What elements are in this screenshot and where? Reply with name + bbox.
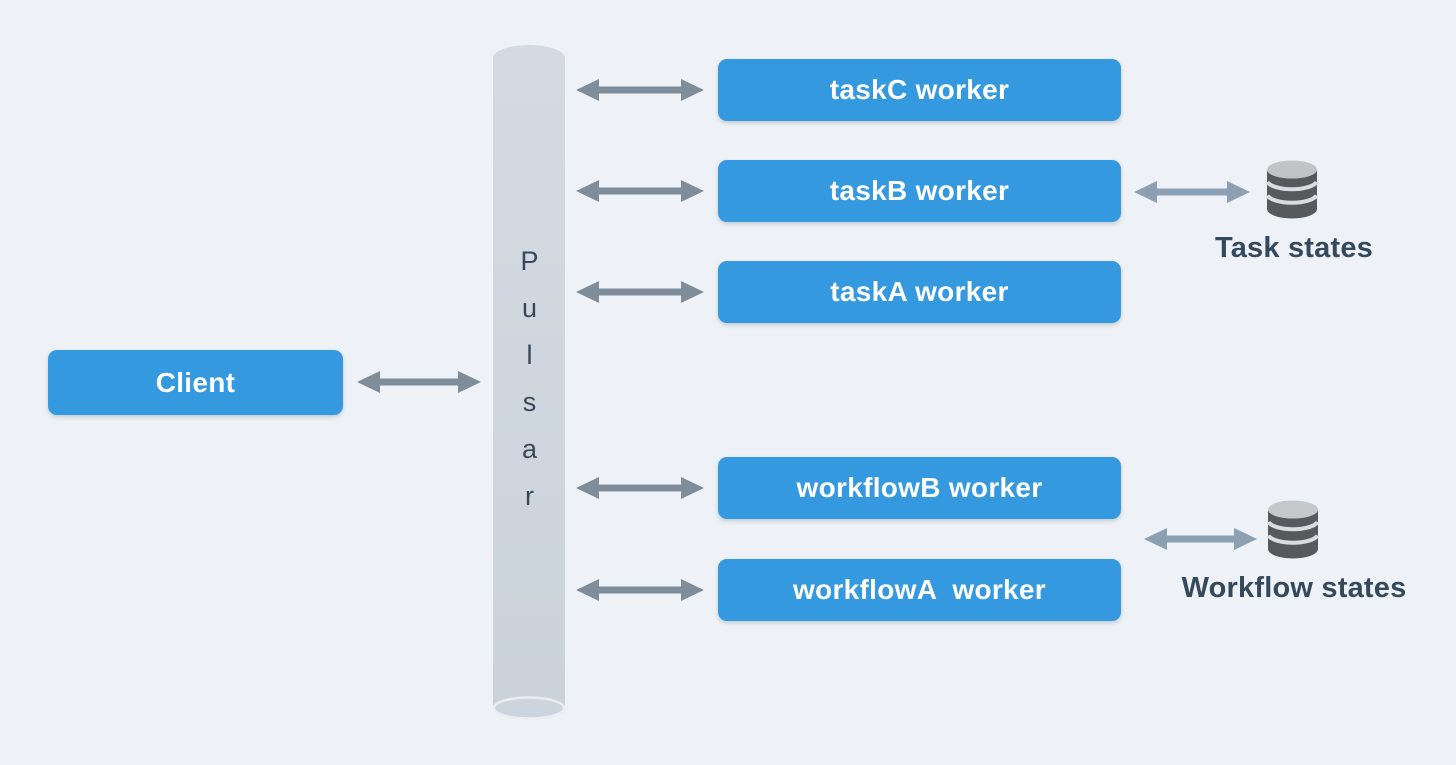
client-label: Client xyxy=(155,366,236,398)
worker-node-taskB: taskB worker xyxy=(718,160,1121,222)
pulsar-workflowB-arrow-icon xyxy=(576,477,704,499)
workflow-states-database-icon xyxy=(1266,500,1320,559)
client-pulsar-arrow-icon xyxy=(357,371,481,393)
worker-node-taskA: taskA worker xyxy=(718,261,1121,323)
pulsar-taskB-arrow-icon xyxy=(576,180,704,202)
taskB-taskstates-arrow-icon xyxy=(1134,181,1250,203)
workflow-workflowstates-arrow-icon xyxy=(1144,528,1257,550)
cylinder-shape-icon xyxy=(493,45,565,720)
task-states-database-icon xyxy=(1265,160,1319,219)
worker-node-workflowA: workflowA worker xyxy=(718,559,1121,621)
pulsar-taskC-arrow-icon xyxy=(576,79,704,101)
worker-label: workflowA worker xyxy=(793,574,1046,605)
pulsar-label: Pulsar xyxy=(514,246,545,528)
pulsar-taskA-arrow-icon xyxy=(576,281,704,303)
worker-label: taskA worker xyxy=(830,276,1009,307)
pulsar-workflowA-arrow-icon xyxy=(576,579,704,601)
worker-label: workflowB worker xyxy=(796,472,1043,503)
worker-node-taskC: taskC worker xyxy=(718,59,1121,121)
worker-label: taskB worker xyxy=(829,175,1010,206)
pulsar-bus-cylinder: Pulsar xyxy=(493,44,565,722)
worker-label: taskC worker xyxy=(829,74,1010,105)
task-states-label: Task states xyxy=(1214,232,1374,264)
client-node: Client xyxy=(48,350,343,415)
worker-node-workflowB: workflowB worker xyxy=(718,457,1121,519)
workflow-states-label: Workflow states xyxy=(1181,572,1407,604)
